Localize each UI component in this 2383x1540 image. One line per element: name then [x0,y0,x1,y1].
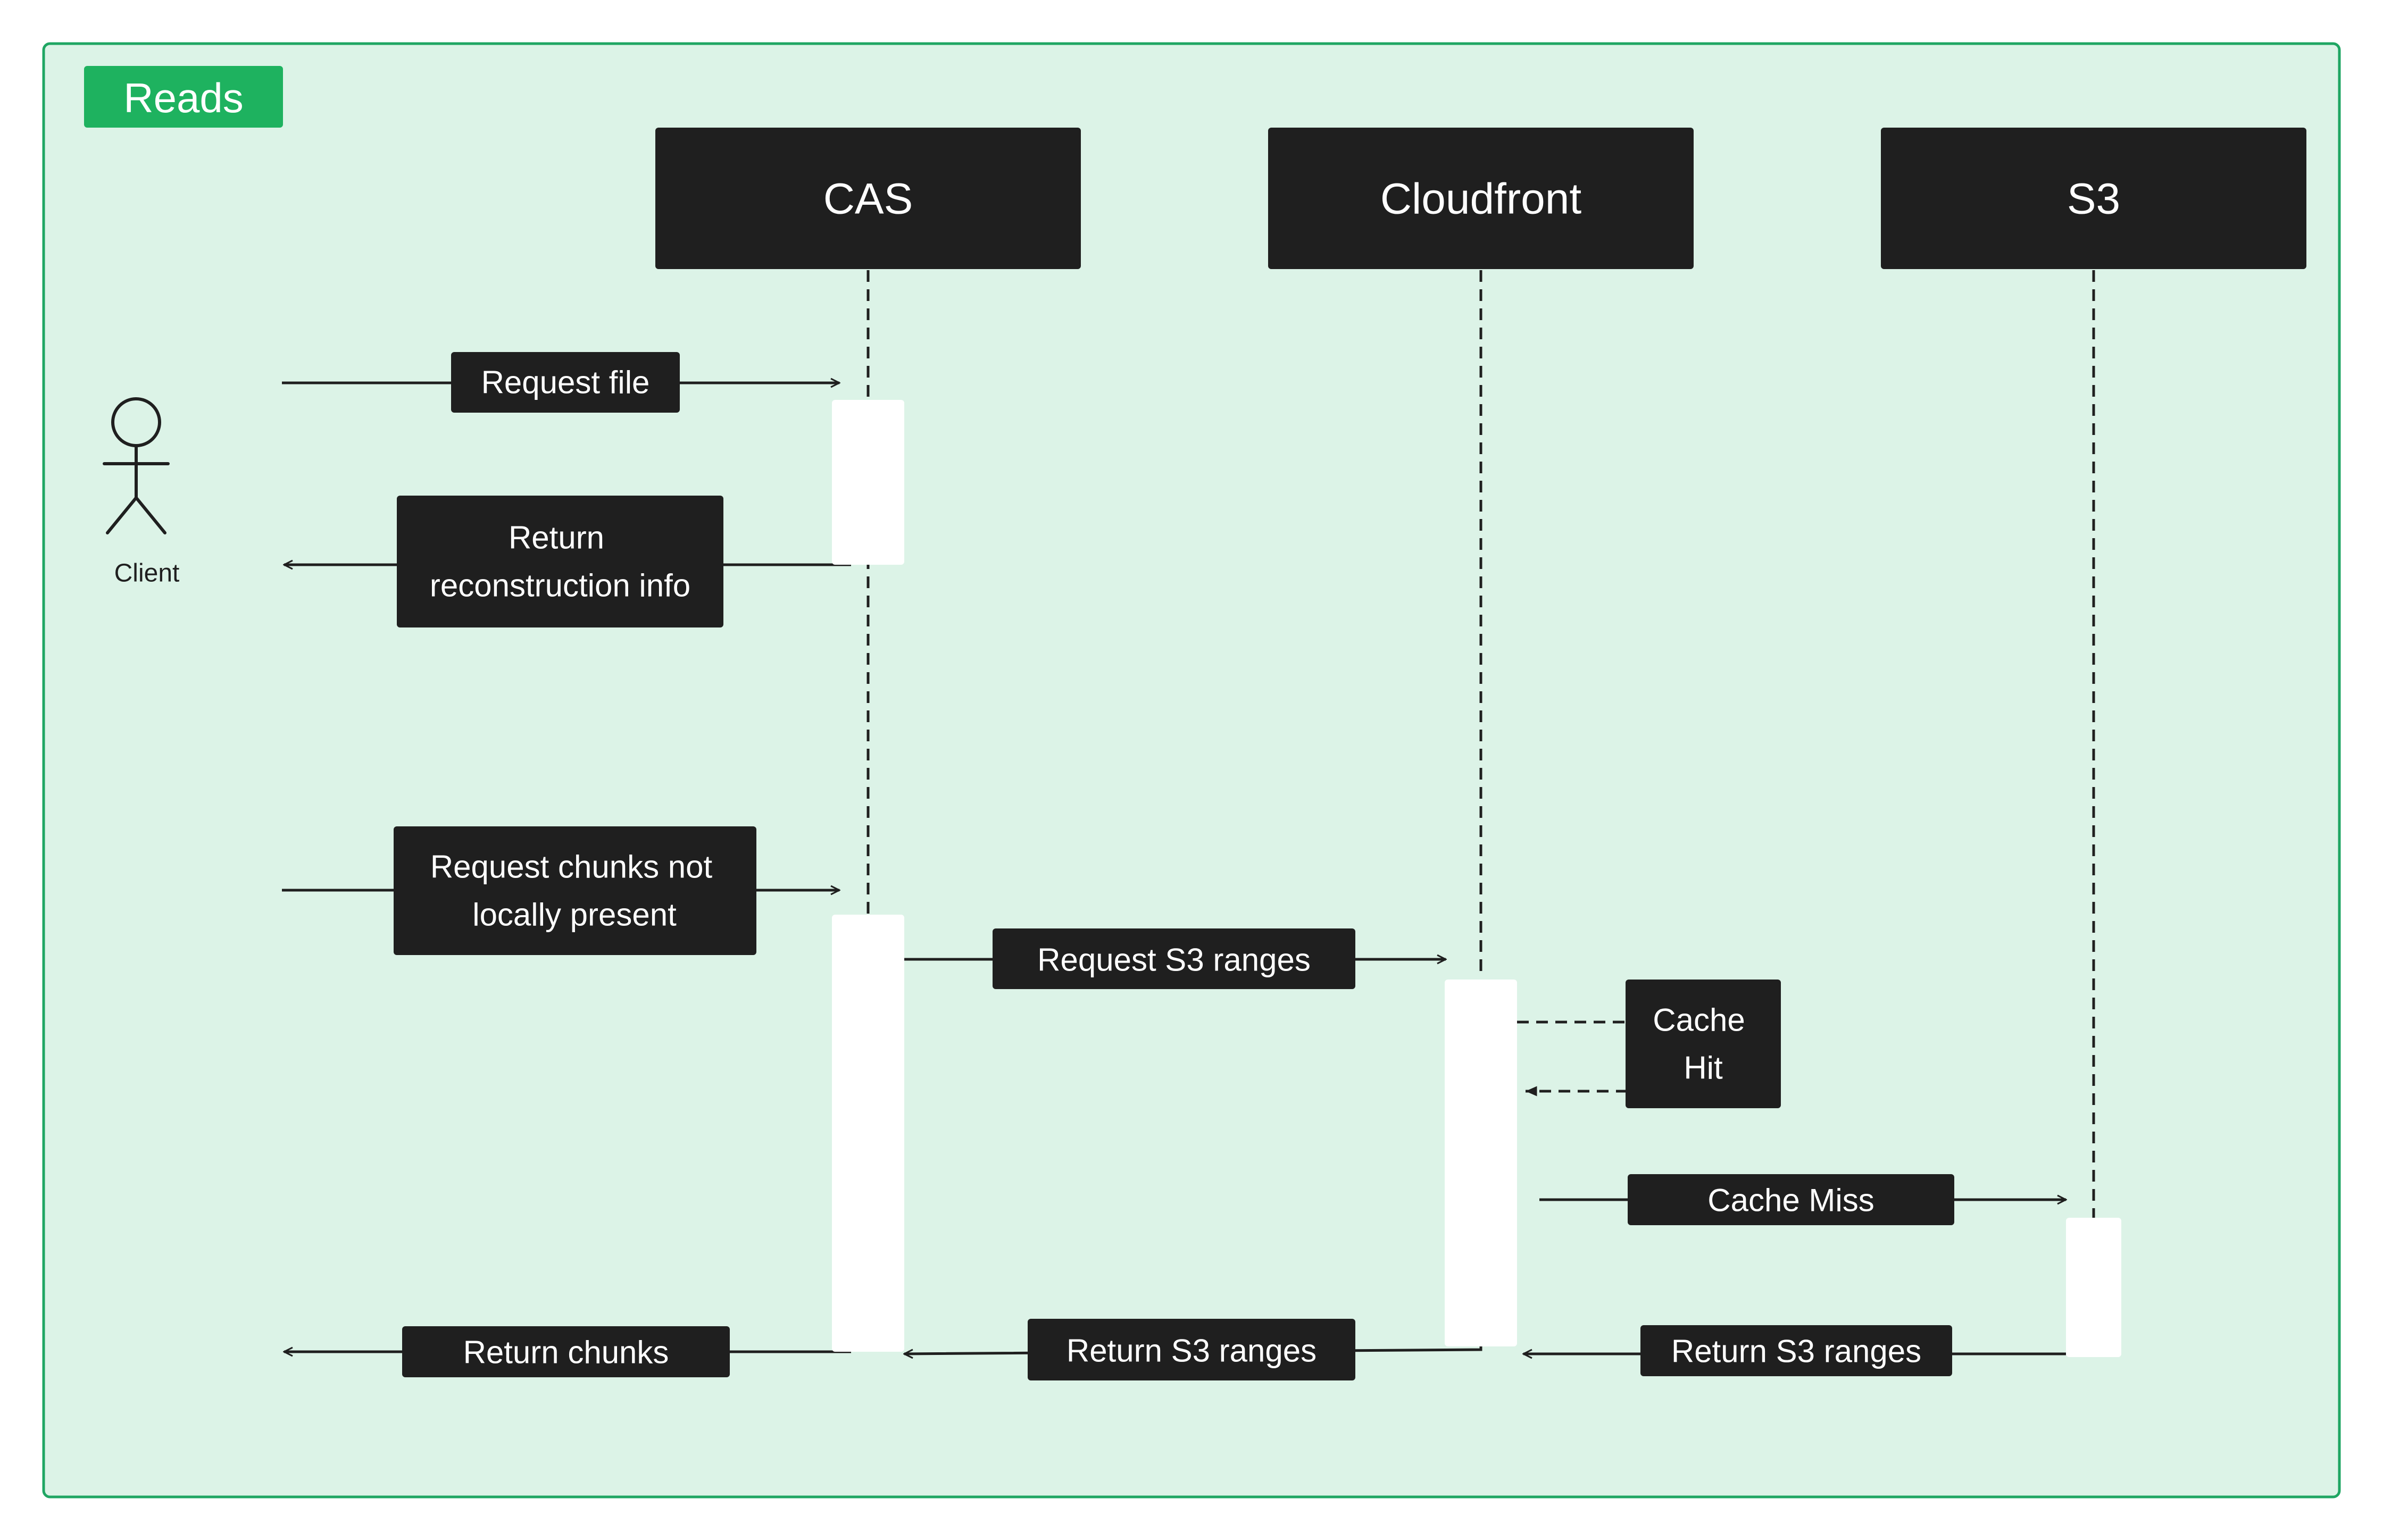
frame-title: Reads [123,74,243,121]
message-return-reconstruction-info-line2: reconstruction info [430,568,690,604]
message-request-s3-ranges-text: Request S3 ranges [1037,942,1311,978]
message-cache-miss-text: Cache Miss [1707,1183,1874,1218]
frame-title-tag: Reads [84,66,283,128]
activation-cloudfront [1445,980,1517,1346]
message-request-file-text: Request file [481,365,650,400]
message-request-s3-ranges: Request S3 ranges [993,928,1355,989]
participant-cas-label: CAS [823,175,913,223]
participant-cas: CAS [655,128,1081,269]
message-return-reconstruction-info-line1: Return [509,520,604,556]
activation-cas-1 [832,400,904,565]
participant-cloudfront: Cloudfront [1268,128,1694,269]
message-request-chunks: Request chunks not locally present [394,826,756,955]
message-cache-hit-line1: Cache [1653,1002,1745,1038]
message-request-file: Request file [451,352,680,413]
actor-label-client: Client [114,559,180,588]
activation-cas-2 [832,915,904,1352]
message-return-chunks-text: Return chunks [463,1335,669,1370]
activation-s3 [2066,1218,2121,1357]
message-return-s3-ranges-cloudfront: Return S3 ranges [1028,1319,1355,1380]
message-return-s3-ranges-s3: Return S3 ranges [1640,1325,1952,1376]
message-return-s3-ranges-cloudfront-text: Return S3 ranges [1066,1333,1317,1369]
participant-s3-label: S3 [2067,175,2120,223]
message-cache-miss: Cache Miss [1628,1174,1954,1225]
message-return-chunks: Return chunks [402,1326,730,1377]
message-cache-hit: Cache Hit [1626,980,1781,1108]
participant-cloudfront-label: Cloudfront [1380,175,1582,223]
message-return-s3-ranges-s3-text: Return S3 ranges [1671,1334,1921,1369]
message-request-chunks-line2: locally present [472,897,677,933]
message-return-reconstruction-info: Return reconstruction info [397,496,723,627]
message-cache-hit-line2: Hit [1684,1050,1723,1086]
message-request-chunks-line1: Request chunks not [430,849,713,885]
stick-figure-icon [103,397,170,534]
participant-s3: S3 [1881,128,2306,269]
